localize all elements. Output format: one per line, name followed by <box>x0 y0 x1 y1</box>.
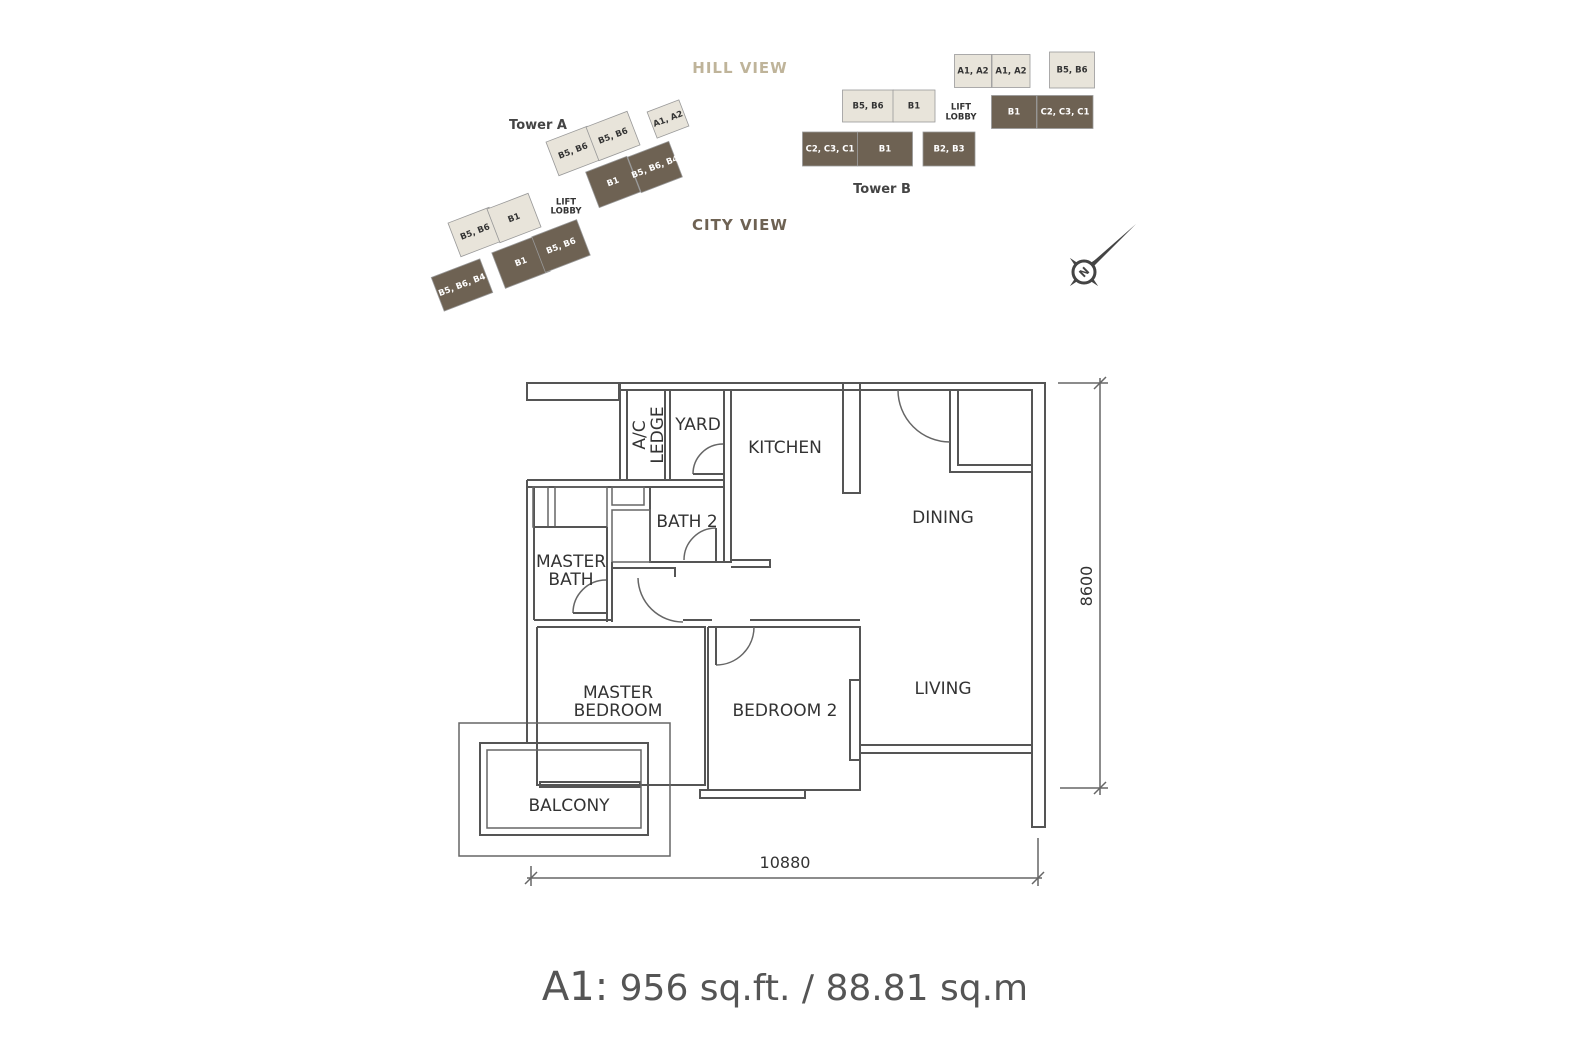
key-plan-unit: B5, B6 <box>447 206 503 258</box>
key-plan-unit: B1 <box>585 155 641 209</box>
key-plan-unit: B1 <box>486 192 542 244</box>
unit-label: A1, A2 <box>995 67 1026 77</box>
yard-label: YARD <box>674 415 721 435</box>
dimension-lines: 10880 8600 <box>524 376 1108 886</box>
unit-label: B5, B6 <box>853 102 884 112</box>
master-bath-label-line2: BATH <box>548 570 593 590</box>
unit-block <box>1036 95 1094 129</box>
city-view-label: CITY VIEW <box>692 216 788 234</box>
unit-label: C2, C3, C1 <box>1041 108 1090 118</box>
unit-block <box>922 131 976 167</box>
unit-block <box>646 99 690 139</box>
unit-block <box>991 54 1031 88</box>
unit-type: A1: <box>542 964 608 1010</box>
tower-b-lift-lobby-line2: LOBBY <box>946 113 978 123</box>
master-bath-label-line1: MASTER <box>536 552 606 572</box>
key-plan-unit: B1 <box>892 89 936 123</box>
unit-label: B5, B6 <box>1057 66 1088 76</box>
living-label: LIVING <box>914 679 971 699</box>
bedroom2-label: BEDROOM 2 <box>733 701 838 721</box>
unit-label: B1 <box>908 102 920 112</box>
tower-a-lift-lobby-line2: LOBBY <box>551 207 583 217</box>
key-plan-unit: B1 <box>491 235 551 289</box>
unit-label: B1 <box>514 256 529 270</box>
tower-a-label: Tower A <box>509 118 567 133</box>
key-plan-unit: A1, A2 <box>646 99 690 139</box>
floor-plan-walls <box>458 382 1046 857</box>
room-labels: A/C LEDGE YARD KITCHEN DINING BATH 2 MAS… <box>528 406 973 816</box>
unit-title: A1: 956 sq.ft. / 88.81 sq.m <box>542 964 1028 1010</box>
unit-label: C2, C3, C1 <box>806 145 855 155</box>
north-compass-icon: N <box>1069 224 1136 287</box>
unit-label: B1 <box>507 212 522 226</box>
master-bedroom-label-line1: MASTER <box>583 683 653 703</box>
unit-block <box>842 89 894 123</box>
unit-label: B1 <box>606 176 621 190</box>
unit-block <box>627 140 683 194</box>
dining-label: DINING <box>912 508 974 528</box>
key-plan-unit: B5, B6, B4 <box>627 140 683 194</box>
key-plan-unit: B5, B6 <box>1049 51 1095 89</box>
master-bedroom-label-line2: BEDROOM <box>574 701 663 721</box>
unit-area: 956 sq.ft. / 88.81 sq.m <box>620 968 1028 1009</box>
key-plan: HILL VIEW CITY VIEW Tower A Tower B B5, … <box>430 51 1136 312</box>
key-plan-unit: B5, B6, B4 <box>430 258 494 312</box>
tower-b-lift-lobby-line1: LIFT <box>951 103 971 113</box>
unit-label: B1 <box>879 145 891 155</box>
key-plan-unit: C2, C3, C1 <box>802 131 858 167</box>
key-plan-unit: B5, B6 <box>545 125 601 177</box>
key-plan-unit: B2, B3 <box>922 131 976 167</box>
width-dimension: 10880 <box>760 853 811 872</box>
key-plan-unit: B1 <box>857 131 913 167</box>
key-plan-unit: B1 <box>991 95 1037 129</box>
tower-b-label: Tower B <box>853 182 911 197</box>
key-plan-unit: C2, C3, C1 <box>1036 95 1094 129</box>
unit-block <box>585 155 641 209</box>
depth-dimension: 8600 <box>1077 566 1096 607</box>
bath2-label: BATH 2 <box>656 512 717 532</box>
unit-block <box>892 89 936 123</box>
tower-a-lift-lobby-line1: LIFT <box>556 198 576 208</box>
unit-label: B1 <box>1008 108 1020 118</box>
key-plan-unit: B5, B6 <box>842 89 894 123</box>
unit-block <box>585 110 641 162</box>
unit-block <box>991 95 1037 129</box>
unit-block <box>486 192 542 244</box>
unit-block <box>1049 51 1095 89</box>
hill-view-label: HILL VIEW <box>692 59 787 77</box>
key-plan-unit: B5, B6 <box>585 110 641 162</box>
key-plan-unit: A1, A2 <box>991 54 1031 88</box>
unit-block <box>430 258 494 312</box>
ac-ledge-label-line1: A/C <box>630 420 650 449</box>
unit-label: A1, A2 <box>957 67 988 77</box>
balcony-label: BALCONY <box>528 796 610 816</box>
unit-label: B2, B3 <box>934 145 965 155</box>
key-plan-unit: A1, A2 <box>954 54 992 88</box>
unit-block <box>954 54 992 88</box>
unit-block <box>857 131 913 167</box>
unit-block <box>531 219 591 273</box>
kitchen-label: KITCHEN <box>748 438 822 458</box>
ac-ledge-label-line2: LEDGE <box>648 406 668 463</box>
key-plan-unit: B5, B6 <box>531 219 591 273</box>
